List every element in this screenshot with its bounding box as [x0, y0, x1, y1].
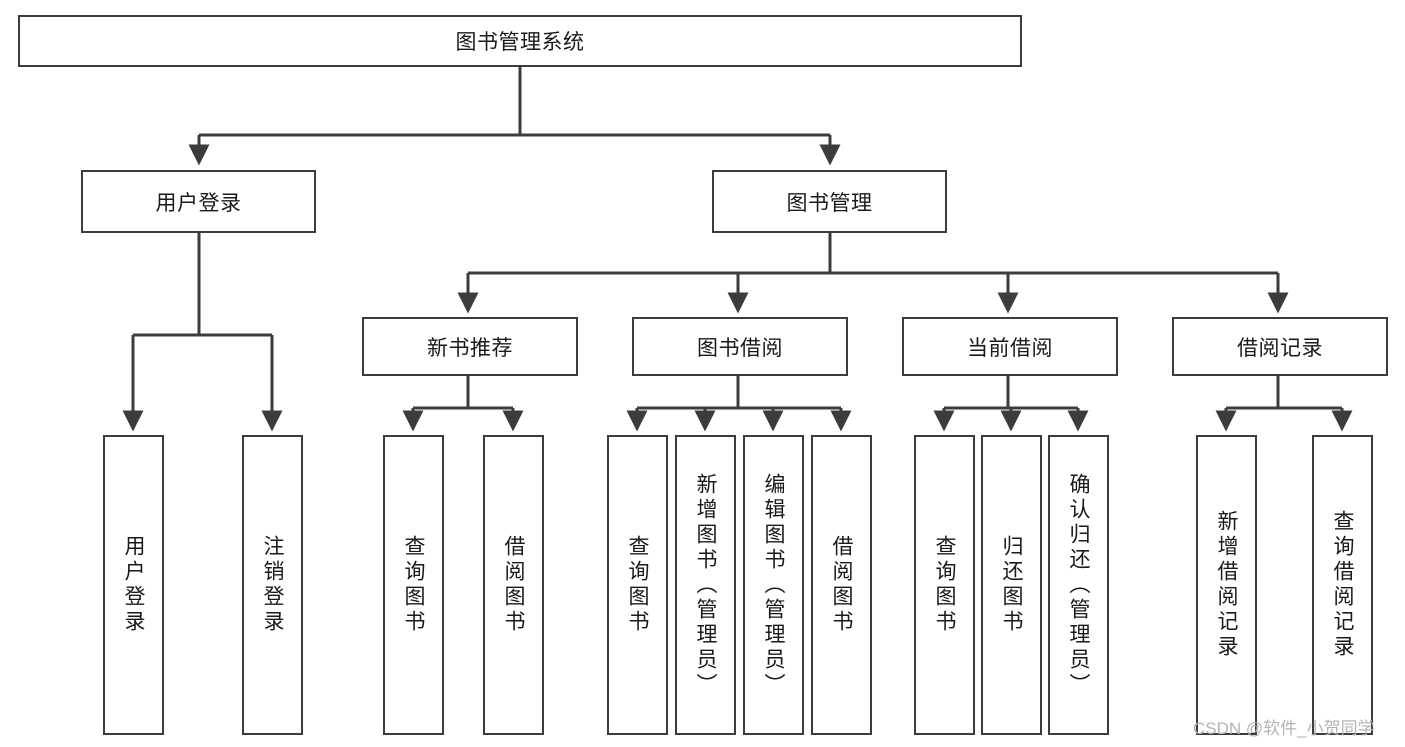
node-leaf-query-borrow-record-label: 查询借阅记录 — [1331, 510, 1354, 660]
node-leaf-borrow-query-book[interactable]: 查询图书 — [607, 435, 668, 735]
node-leaf-current-query-book-label: 查询图书 — [933, 535, 956, 635]
node-leaf-newbook-borrow-book[interactable]: 借阅图书 — [483, 435, 544, 735]
node-leaf-newbook-query-book[interactable]: 查询图书 — [383, 435, 444, 735]
node-root[interactable]: 图书管理系统 — [18, 15, 1022, 67]
node-leaf-confirm-return-admin-label: 确认归还（管理员） — [1067, 472, 1090, 698]
node-new-book-recommend-label: 新书推荐 — [427, 336, 513, 360]
node-leaf-borrow-book[interactable]: 借阅图书 — [811, 435, 872, 735]
node-leaf-query-borrow-record[interactable]: 查询借阅记录 — [1312, 435, 1373, 735]
node-leaf-newbook-query-book-label: 查询图书 — [402, 535, 425, 635]
node-current-borrow-label: 当前借阅 — [967, 336, 1053, 360]
node-leaf-add-book-admin-label: 新增图书（管理员） — [694, 472, 717, 698]
node-user-login-label: 用户登录 — [155, 191, 242, 215]
node-leaf-return-book-label: 归还图书 — [1000, 535, 1023, 635]
node-leaf-user-login[interactable]: 用户登录 — [103, 435, 164, 735]
node-leaf-current-query-book[interactable]: 查询图书 — [914, 435, 975, 735]
node-leaf-add-borrow-record[interactable]: 新增借阅记录 — [1196, 435, 1257, 735]
node-leaf-newbook-borrow-book-label: 借阅图书 — [502, 535, 525, 635]
node-book-manage-label: 图书管理 — [786, 191, 873, 215]
node-leaf-confirm-return-admin[interactable]: 确认归还（管理员） — [1048, 435, 1109, 735]
node-new-book-recommend[interactable]: 新书推荐 — [362, 317, 578, 376]
node-user-login[interactable]: 用户登录 — [81, 170, 316, 233]
node-leaf-user-login-label: 用户登录 — [122, 535, 145, 635]
node-leaf-logout[interactable]: 注销登录 — [242, 435, 303, 735]
node-borrow-record-label: 借阅记录 — [1237, 336, 1323, 360]
node-leaf-add-book-admin[interactable]: 新增图书（管理员） — [675, 435, 736, 735]
node-leaf-edit-book-admin[interactable]: 编辑图书（管理员） — [743, 435, 804, 735]
node-root-label: 图书管理系统 — [455, 31, 585, 54]
node-leaf-return-book[interactable]: 归还图书 — [981, 435, 1042, 735]
node-leaf-add-borrow-record-label: 新增借阅记录 — [1215, 510, 1238, 660]
node-leaf-logout-label: 注销登录 — [261, 535, 284, 635]
node-leaf-borrow-book-label: 借阅图书 — [830, 535, 853, 635]
node-book-manage[interactable]: 图书管理 — [712, 170, 947, 233]
node-leaf-borrow-query-book-label: 查询图书 — [626, 535, 649, 635]
node-book-borrow[interactable]: 图书借阅 — [632, 317, 848, 376]
node-borrow-record[interactable]: 借阅记录 — [1172, 317, 1388, 376]
node-current-borrow[interactable]: 当前借阅 — [902, 317, 1118, 376]
node-book-borrow-label: 图书借阅 — [697, 336, 783, 360]
node-leaf-edit-book-admin-label: 编辑图书（管理员） — [762, 472, 785, 698]
